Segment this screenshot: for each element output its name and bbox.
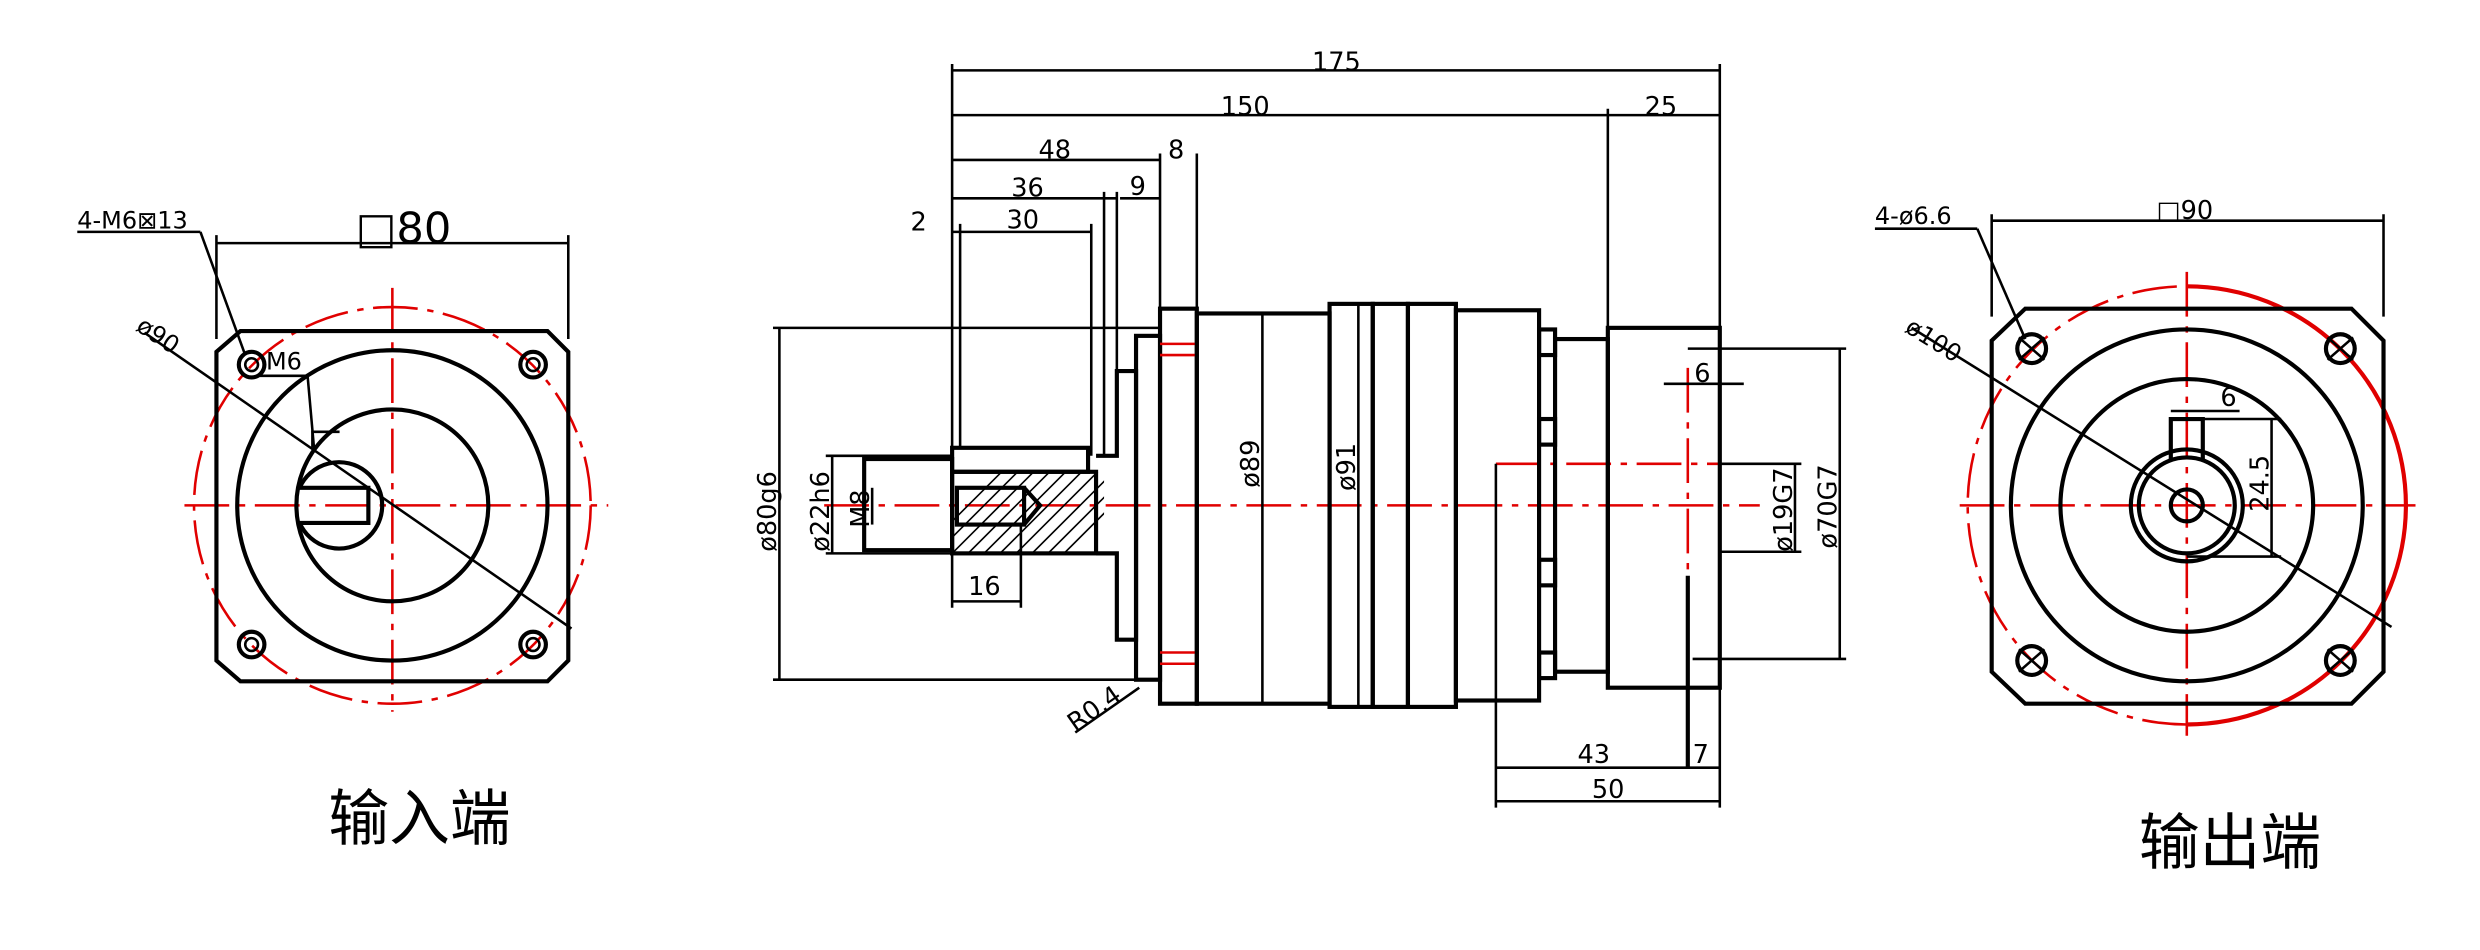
dim-shaft-dia: ø22h6 — [806, 471, 836, 552]
dim-pilot-dia: ø80g6 — [753, 471, 783, 552]
input-tap-label: M6 — [266, 347, 302, 375]
dim-overall-length: 175 — [1312, 47, 1361, 77]
output-square-dim: □90 — [2156, 196, 2213, 226]
output-end-view: □90 4-ø6.6 ø100 6 24.5 输出端 — [1875, 196, 2416, 879]
dim-30: 30 — [1006, 206, 1039, 236]
dim-36: 36 — [1011, 174, 1044, 204]
dim-43: 43 — [1577, 740, 1610, 770]
output-end-caption: 输出端 — [2139, 809, 2321, 879]
input-bolt-circle-label: ø90 — [132, 311, 185, 359]
output-bolt-holes — [2015, 332, 2357, 677]
dim-key-width: 6 — [1694, 359, 1710, 389]
dim-2: 2 — [911, 207, 927, 237]
section-hatch — [952, 471, 1105, 554]
input-holes-label: 4-M6⊠13 — [77, 207, 187, 235]
dim-body-dia-91: ø91 — [1332, 443, 1362, 491]
dim-7: 7 — [1693, 740, 1709, 770]
input-end-caption: 输入端 — [328, 785, 510, 855]
dim-shaft-length: 25 — [1645, 92, 1678, 122]
dim-out-pilot-dia: ø70G7 — [1814, 464, 1844, 548]
output-key-width: 6 — [2220, 383, 2236, 413]
input-flange-outline — [214, 328, 571, 684]
output-key-height: 24.5 — [2245, 455, 2275, 512]
input-bolt-holes — [236, 349, 548, 660]
output-flange-outline — [1989, 306, 2386, 706]
dim-body-length: 150 — [1221, 92, 1270, 122]
dim-body-dia-89: ø89 — [1236, 440, 1266, 488]
dim-thread: M8 — [846, 489, 876, 527]
output-bolt-circle-label: ø100 — [1901, 312, 1967, 368]
dim-16: 16 — [968, 572, 1001, 602]
input-end-view: □80 4-M6⊠13 ø90 M6 输入端 — [77, 204, 609, 855]
dim-8: 8 — [1168, 135, 1184, 165]
dim-9: 9 — [1130, 172, 1146, 202]
side-view: 175 150 25 48 8 36 9 2 30 ø80g6 ø22h6 M8… — [753, 47, 1847, 808]
output-holes-label: 4-ø6.6 — [1875, 202, 1952, 230]
dim-48: 48 — [1038, 135, 1071, 165]
dim-out-shaft-dia: ø19G7 — [1769, 467, 1799, 551]
dim-radius: R0.4 — [1062, 680, 1127, 738]
input-square-dim: □80 — [356, 204, 452, 254]
dim-50: 50 — [1592, 775, 1625, 805]
